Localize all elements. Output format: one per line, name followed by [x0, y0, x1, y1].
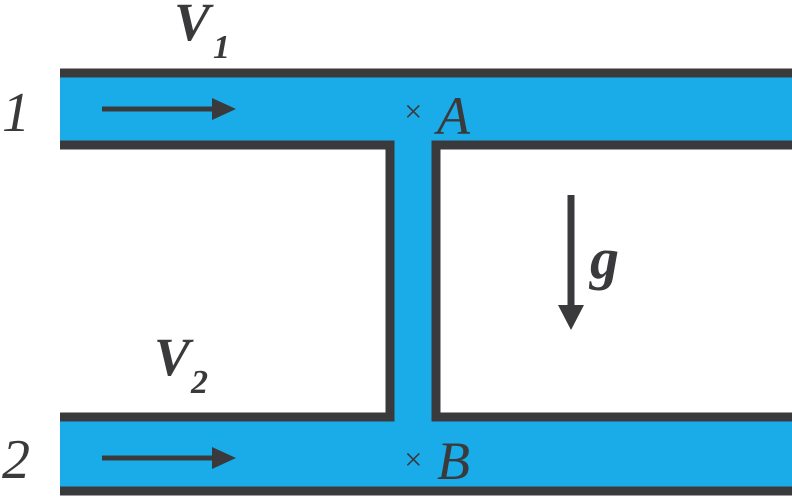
pipe-walls: [60, 68, 792, 496]
velocity-1-subscript: 1: [213, 29, 230, 66]
point-a-marker: ×: [402, 93, 424, 129]
point-b-label: B: [437, 431, 470, 491]
velocity-2-label: V: [154, 327, 194, 387]
flow-arrow-upper: [102, 98, 236, 120]
pipe-2-label: 2: [2, 429, 30, 491]
lower-pipe-fluid: [60, 421, 792, 487]
point-a-label: A: [434, 86, 471, 146]
velocity-2-subscript: 2: [190, 364, 208, 401]
upper-pipe-bottom-wall-left: [60, 140, 395, 422]
velocity-1-label: V: [174, 0, 214, 52]
gravity-label: g: [588, 226, 619, 291]
pipe-1-label: 1: [2, 82, 30, 144]
flow-arrow-lower: [102, 447, 236, 469]
upper-pipe-bottom-wall-right: [431, 140, 792, 422]
connector-fluid: [392, 140, 436, 424]
gravity-arrow: [558, 195, 584, 330]
point-b-marker: ×: [402, 441, 424, 477]
